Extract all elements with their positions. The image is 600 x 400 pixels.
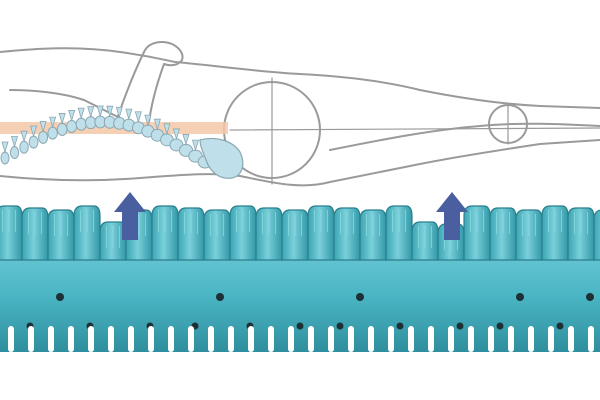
vertebra-spinous-process bbox=[191, 139, 200, 152]
pelvis bbox=[199, 137, 244, 179]
vertebra bbox=[0, 151, 10, 165]
bottom-notch bbox=[368, 326, 374, 352]
mattress-bottom-notches bbox=[8, 326, 594, 352]
bottom-notch bbox=[188, 326, 194, 352]
bottom-notch bbox=[348, 326, 354, 352]
mattress-bump bbox=[593, 209, 600, 261]
bottom-notch bbox=[148, 326, 154, 352]
body-axis-line bbox=[229, 127, 600, 131]
foam-mattress bbox=[0, 205, 600, 352]
bottom-notch bbox=[448, 326, 454, 352]
support-arrows bbox=[114, 192, 468, 240]
mattress-hole bbox=[396, 322, 404, 330]
vertebra-spinous-process bbox=[134, 111, 142, 124]
bottom-notch bbox=[128, 326, 134, 352]
body-top-contour bbox=[0, 47, 600, 109]
bottom-notch bbox=[308, 326, 314, 352]
vertebra-spinous-process bbox=[182, 134, 190, 146]
bottom-notch bbox=[268, 326, 274, 352]
bottom-notch bbox=[248, 326, 254, 352]
vertebra-spinous-process bbox=[172, 128, 180, 141]
arrow-up-icon bbox=[436, 192, 468, 240]
vertebra bbox=[84, 116, 97, 130]
bottom-notch bbox=[468, 326, 474, 352]
bottom-notch bbox=[548, 326, 554, 352]
bottom-notch bbox=[328, 326, 334, 352]
bottom-notch bbox=[228, 326, 234, 352]
spine-skeleton-icon bbox=[0, 105, 244, 179]
mattress-bumps bbox=[0, 205, 600, 261]
mattress-hole bbox=[456, 322, 464, 330]
bottom-notch bbox=[508, 326, 514, 352]
vertebra bbox=[56, 122, 68, 136]
mattress-hole bbox=[496, 322, 504, 330]
bottom-notch bbox=[288, 326, 294, 352]
bottom-notch bbox=[88, 326, 94, 352]
vertebrae bbox=[0, 105, 213, 169]
mattress-bump bbox=[0, 205, 23, 261]
vertebra bbox=[19, 140, 29, 154]
vertebra-spinous-process bbox=[77, 107, 85, 120]
vertebra-spinous-process bbox=[1, 141, 9, 154]
vertebra-spinous-process bbox=[68, 110, 76, 122]
bottom-notch bbox=[568, 326, 574, 352]
mattress-hole bbox=[56, 293, 64, 301]
support-arrow-left bbox=[114, 192, 146, 240]
mattress-hole bbox=[336, 322, 344, 330]
bottom-notch bbox=[588, 326, 594, 352]
bottom-notch bbox=[48, 326, 54, 352]
bottom-notch bbox=[28, 326, 34, 352]
bottom-notch bbox=[428, 326, 434, 352]
mattress-hole bbox=[516, 293, 524, 301]
mattress-hole bbox=[556, 322, 564, 330]
human-body-outline-icon bbox=[0, 41, 600, 187]
body-bottom-contour bbox=[0, 139, 600, 187]
vertebra bbox=[47, 126, 58, 140]
arrow-up-icon bbox=[114, 192, 146, 240]
vertebra bbox=[28, 135, 39, 149]
bottom-notch bbox=[68, 326, 74, 352]
vertebra-spinous-process bbox=[49, 116, 57, 129]
vertebra-spinous-process bbox=[87, 106, 95, 119]
mattress-hole bbox=[216, 293, 224, 301]
mattress-hole bbox=[296, 322, 304, 330]
vertebra-spinous-process bbox=[153, 118, 161, 131]
vertebra-spinous-process bbox=[163, 123, 171, 136]
bottom-notch bbox=[8, 326, 14, 352]
vertebra-spinous-process bbox=[106, 105, 114, 118]
bottom-notch bbox=[528, 326, 534, 352]
bottom-notch bbox=[168, 326, 174, 352]
vertebra bbox=[9, 146, 20, 160]
bottom-notch bbox=[408, 326, 414, 352]
bottom-notch bbox=[488, 326, 494, 352]
support-arrow-right bbox=[436, 192, 468, 240]
vertebra bbox=[38, 130, 49, 144]
vertebra-spinous-process bbox=[39, 120, 47, 133]
vertebra-spinous-process bbox=[115, 106, 123, 119]
bottom-notch bbox=[108, 326, 114, 352]
mattress-hole bbox=[356, 293, 364, 301]
mattress-hole bbox=[586, 293, 594, 301]
vertebra-spinous-process bbox=[30, 125, 38, 138]
bottom-notch bbox=[388, 326, 394, 352]
vertebra-spinous-process bbox=[20, 130, 28, 143]
vertebra bbox=[66, 119, 78, 133]
vertebra-spinous-process bbox=[58, 113, 66, 125]
vertebra-spinous-process bbox=[125, 108, 133, 121]
body-arm bbox=[114, 41, 184, 131]
bottom-notch bbox=[208, 326, 214, 352]
vertebra-spinous-process bbox=[10, 136, 19, 148]
vertebra-spinous-process bbox=[144, 114, 152, 127]
body-leg-line bbox=[329, 122, 600, 151]
vertebra bbox=[75, 117, 87, 131]
vertebra-spinous-process bbox=[96, 105, 104, 118]
